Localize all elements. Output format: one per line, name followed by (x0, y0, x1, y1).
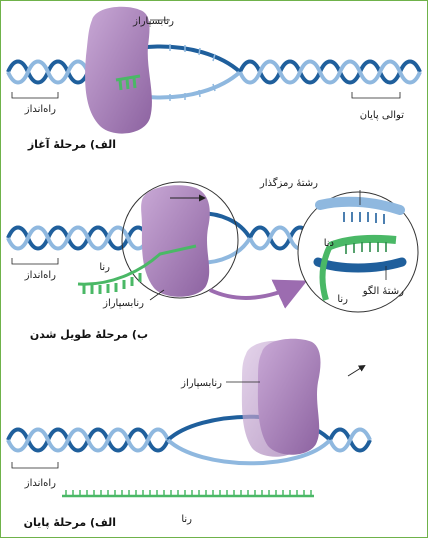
stage2-enzyme-label: رنابسپاراز (102, 298, 144, 309)
stage2-dna-label: دنا (324, 238, 334, 249)
stage2-title: ب) مرحلهٔ طویل شدن (30, 328, 148, 341)
stage1-dna-helix-left (8, 62, 88, 83)
stage2-promoter-bracket (12, 258, 58, 264)
stage3-enzyme-label: رنابسپاراز (180, 378, 222, 389)
stage2-rna-polymerase (141, 185, 210, 296)
stage2-zoom-arrow (210, 284, 300, 298)
stage2-promoter-label: راه‌انداز (24, 270, 56, 281)
stage2-rna-zoom-label: رنا (337, 294, 348, 305)
stage3-title: الف) مرحلهٔ پایان (24, 516, 116, 529)
stage1-terminator-label: توالی پایان (360, 110, 405, 121)
stage2-coding-strand-label: رشتهٔ رمزگذار (259, 177, 318, 189)
stage3-rna-label: رنا (181, 514, 192, 525)
stage3-promoter-label: راه‌انداز (24, 478, 56, 489)
stage1-enzyme-label: رنابسپاراز (132, 16, 174, 27)
stage3-promoter-bracket (12, 462, 58, 468)
stage2-rna-label: رنا (99, 262, 110, 273)
stage1-promoter-label: راه‌انداز (24, 104, 56, 115)
stage1-promoter-bracket (12, 92, 58, 98)
stage1-terminator-bracket (352, 92, 400, 98)
stage3-panel: رنابسپاراز راه‌انداز رنا الف) مرحلهٔ پای… (8, 339, 370, 529)
stage2-dna-helix-left (8, 228, 148, 249)
stage2-template-strand-label: رشتهٔ الگو (362, 285, 404, 297)
stage1-panel: رنابسپاراز راه‌انداز توالی پایان الف) مر… (8, 7, 420, 151)
stage3-dna-helix-right (330, 430, 370, 451)
stage1-title: الف) مرحلهٔ آغاز (27, 137, 116, 151)
stage2-panel: راه‌انداز رنا رنابسپاراز رشتهٔ رمزگذار د… (8, 177, 418, 341)
stage1-dna-helix-right (240, 62, 420, 83)
stage3-release-arrow (348, 366, 364, 376)
stage3-rna-polymerase (258, 339, 321, 455)
stage3-dna-helix-left (8, 430, 168, 451)
